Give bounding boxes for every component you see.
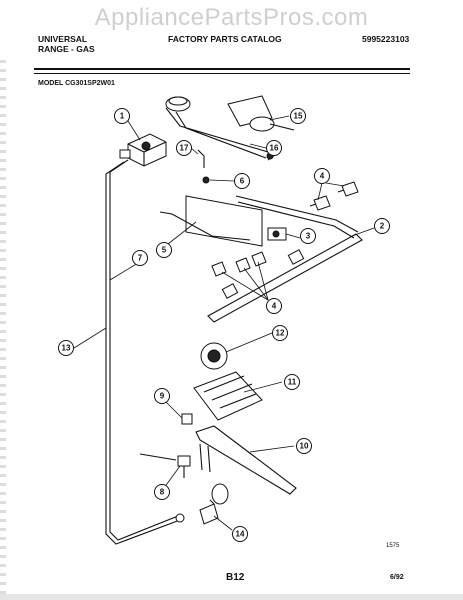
part-orifice	[200, 342, 228, 370]
svg-text:3: 3	[306, 232, 311, 241]
header-brand-line1: UNIVERSAL	[38, 34, 88, 44]
part-gas-line	[105, 159, 185, 545]
svg-text:7: 7	[138, 254, 143, 263]
callout-1: 1	[114, 108, 130, 124]
svg-text:2: 2	[380, 222, 385, 231]
model-label: MODEL CG301SP2W01	[38, 80, 115, 87]
callout-14: 14	[232, 526, 248, 542]
svg-text:9: 9	[160, 392, 165, 401]
callout-12: 12	[272, 325, 288, 341]
callout-10: 10	[296, 438, 312, 454]
svg-text:12: 12	[276, 329, 285, 338]
header-rule	[34, 68, 410, 70]
svg-text:4: 4	[320, 172, 325, 181]
drawing-code: 1575	[386, 543, 400, 549]
svg-text:6: 6	[240, 177, 245, 186]
svg-text:14: 14	[236, 530, 245, 539]
part-flame-spreader	[193, 371, 263, 421]
svg-text:4: 4	[272, 302, 277, 311]
svg-text:10: 10	[300, 442, 309, 451]
callout-7: 7	[132, 250, 148, 266]
part-valve	[267, 227, 287, 241]
svg-text:11: 11	[288, 378, 297, 387]
svg-text:8: 8	[160, 488, 165, 497]
part-clip	[181, 413, 193, 425]
svg-text:5: 5	[162, 246, 167, 255]
revision-date: 6/92	[390, 574, 404, 581]
svg-text:13: 13	[62, 344, 71, 353]
scan-margin	[0, 60, 6, 600]
callout-5: 5	[156, 242, 172, 258]
callout-17: 17	[176, 140, 192, 156]
callout-8: 8	[154, 484, 170, 500]
scan-bottom-edge	[0, 594, 463, 600]
callout-3: 3	[300, 228, 316, 244]
watermark: AppliancePartsPros.com	[94, 4, 369, 31]
header-rule-thin	[34, 73, 410, 74]
leader-lines	[73, 115, 375, 531]
part-oven-burner	[195, 425, 297, 495]
callout-13: 13	[58, 340, 74, 356]
page-number: B12	[226, 572, 245, 583]
callout-9: 9	[154, 388, 170, 404]
svg-text:16: 16	[270, 144, 279, 153]
svg-text:15: 15	[294, 112, 303, 121]
part-burner-valves-lower	[211, 251, 267, 277]
part-regulator	[119, 133, 167, 167]
svg-text:17: 17	[180, 144, 189, 153]
part-manifold	[207, 195, 363, 323]
callout-15: 15	[290, 108, 306, 124]
header-catalog-number: 5995223103	[362, 34, 410, 44]
header-brand: UNIVERSAL RANGE - GAS	[38, 34, 95, 54]
callout-16: 16	[266, 140, 282, 156]
part-burner-valves-upper	[309, 181, 359, 211]
part-safety-valve	[199, 483, 229, 525]
svg-text:1: 1	[120, 112, 125, 121]
part-bracket	[159, 149, 263, 247]
header-brand-line2: RANGE - GAS	[38, 44, 95, 54]
callout-4-upper: 4	[314, 168, 330, 184]
callout-11: 11	[284, 374, 300, 390]
callout-4-lower: 4	[266, 298, 282, 314]
callout-6: 6	[234, 173, 250, 189]
part-igniter	[139, 453, 191, 478]
header-catalog-title: FACTORY PARTS CATALOG	[168, 34, 282, 44]
callout-2: 2	[374, 218, 390, 234]
